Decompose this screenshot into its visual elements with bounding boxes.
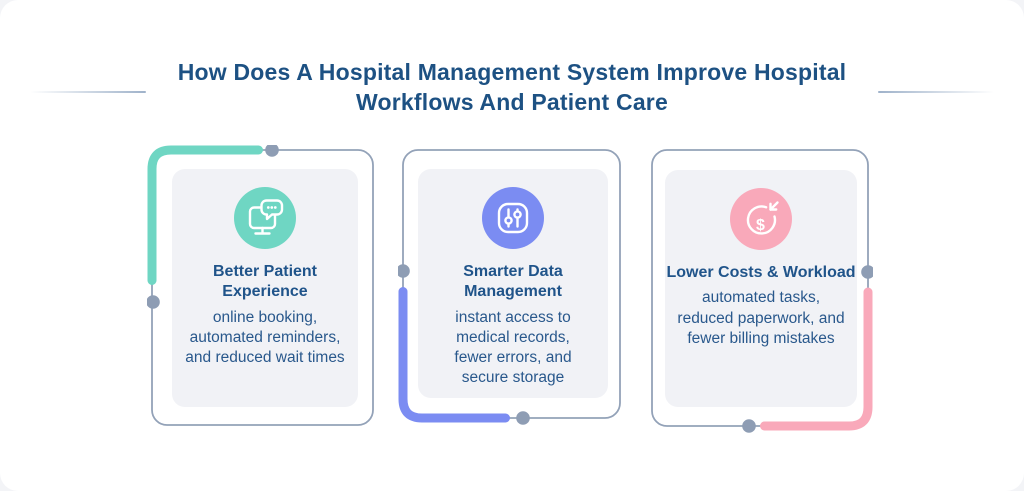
chat-display-icon [234, 187, 296, 249]
connector-dot [861, 265, 873, 279]
card-border [402, 149, 621, 419]
connector-dot [516, 411, 530, 425]
card-title: Smarter Data Management [463, 263, 563, 301]
card-smarter-data-management: Smarter Data Management instant access t… [398, 145, 625, 435]
dollar-glyph: $ [756, 217, 765, 234]
card-better-patient-experience: Better Patient Experience online booking… [147, 145, 377, 435]
connector-dot [742, 419, 756, 433]
page-title: How Does A Hospital Management System Im… [177, 59, 847, 115]
card-frame [147, 145, 374, 426]
title-flourish-line-right [878, 91, 994, 93]
connector-dot [147, 295, 160, 309]
card-frame [651, 149, 873, 433]
card-title: Better Patient Experience [212, 263, 318, 301]
card-panel: $ Lower Costs & Workload automated tasks… [665, 170, 857, 407]
title-flourish-line-left [30, 91, 146, 93]
card-accent-stroke [147, 145, 263, 285]
card-description: online booking, automated reminders, and… [185, 308, 345, 367]
card-frame [398, 149, 621, 425]
card-lower-costs-workload: $ Lower Costs & Workload automated tasks… [647, 145, 873, 437]
card-accent-stroke [398, 287, 510, 423]
connector-dot [265, 145, 279, 157]
card-description: instant access to medical records, fewer… [454, 308, 572, 387]
sliders-icon [482, 187, 544, 249]
card-accent-stroke [760, 287, 873, 431]
card-panel: Smarter Data Management instant access t… [418, 169, 608, 398]
card-description: automated tasks, reduced paperwork, and … [677, 289, 845, 347]
card-title: Lower Costs & Workload [666, 264, 856, 281]
dollar-refresh-icon: $ [730, 188, 792, 250]
card-panel: Better Patient Experience online booking… [172, 169, 358, 407]
connector-dot [398, 264, 410, 278]
